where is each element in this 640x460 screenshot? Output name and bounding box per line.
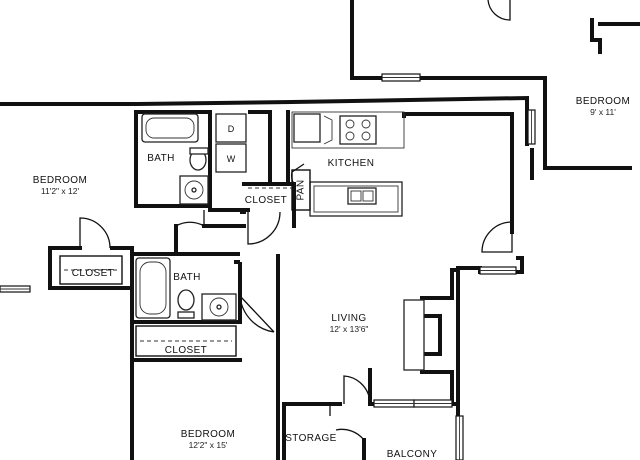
bedroom-right-dims: 9' x 11' — [590, 107, 616, 117]
washer-label: W — [227, 154, 236, 164]
storage-label: STORAGE — [285, 433, 337, 444]
dryer-label: D — [228, 124, 235, 134]
pantry-label: PAN — [296, 179, 307, 200]
living-dims: 12' x 13'6" — [330, 324, 369, 334]
closet-kitchen-label: CLOSET — [245, 195, 287, 206]
bath-top-label: BATH — [147, 153, 175, 164]
bedroom-left-label: BEDROOM — [33, 175, 87, 186]
bedroom-bottom-dims: 12'2" x 15' — [189, 440, 228, 450]
closet-left-label: CLOSET — [72, 268, 114, 279]
bedroom-right-label: BEDROOM — [576, 96, 630, 107]
fixtures — [59, 111, 425, 371]
living-label: LIVING — [331, 313, 366, 324]
bedroom-bottom-label: BEDROOM — [181, 429, 235, 440]
bath-mid-label: BATH — [173, 272, 201, 283]
room-labels: BEDROOM 11'2" x 12' BEDROOM 9' x 11' BED… — [33, 96, 630, 460]
balcony-label: BALCONY — [387, 449, 438, 460]
kitchen-label: KITCHEN — [328, 158, 375, 169]
closet-bath-label: CLOSET — [165, 345, 207, 356]
bedroom-left-dims: 11'2" x 12' — [41, 186, 80, 196]
windows — [0, 73, 536, 460]
doors — [79, 0, 513, 441]
